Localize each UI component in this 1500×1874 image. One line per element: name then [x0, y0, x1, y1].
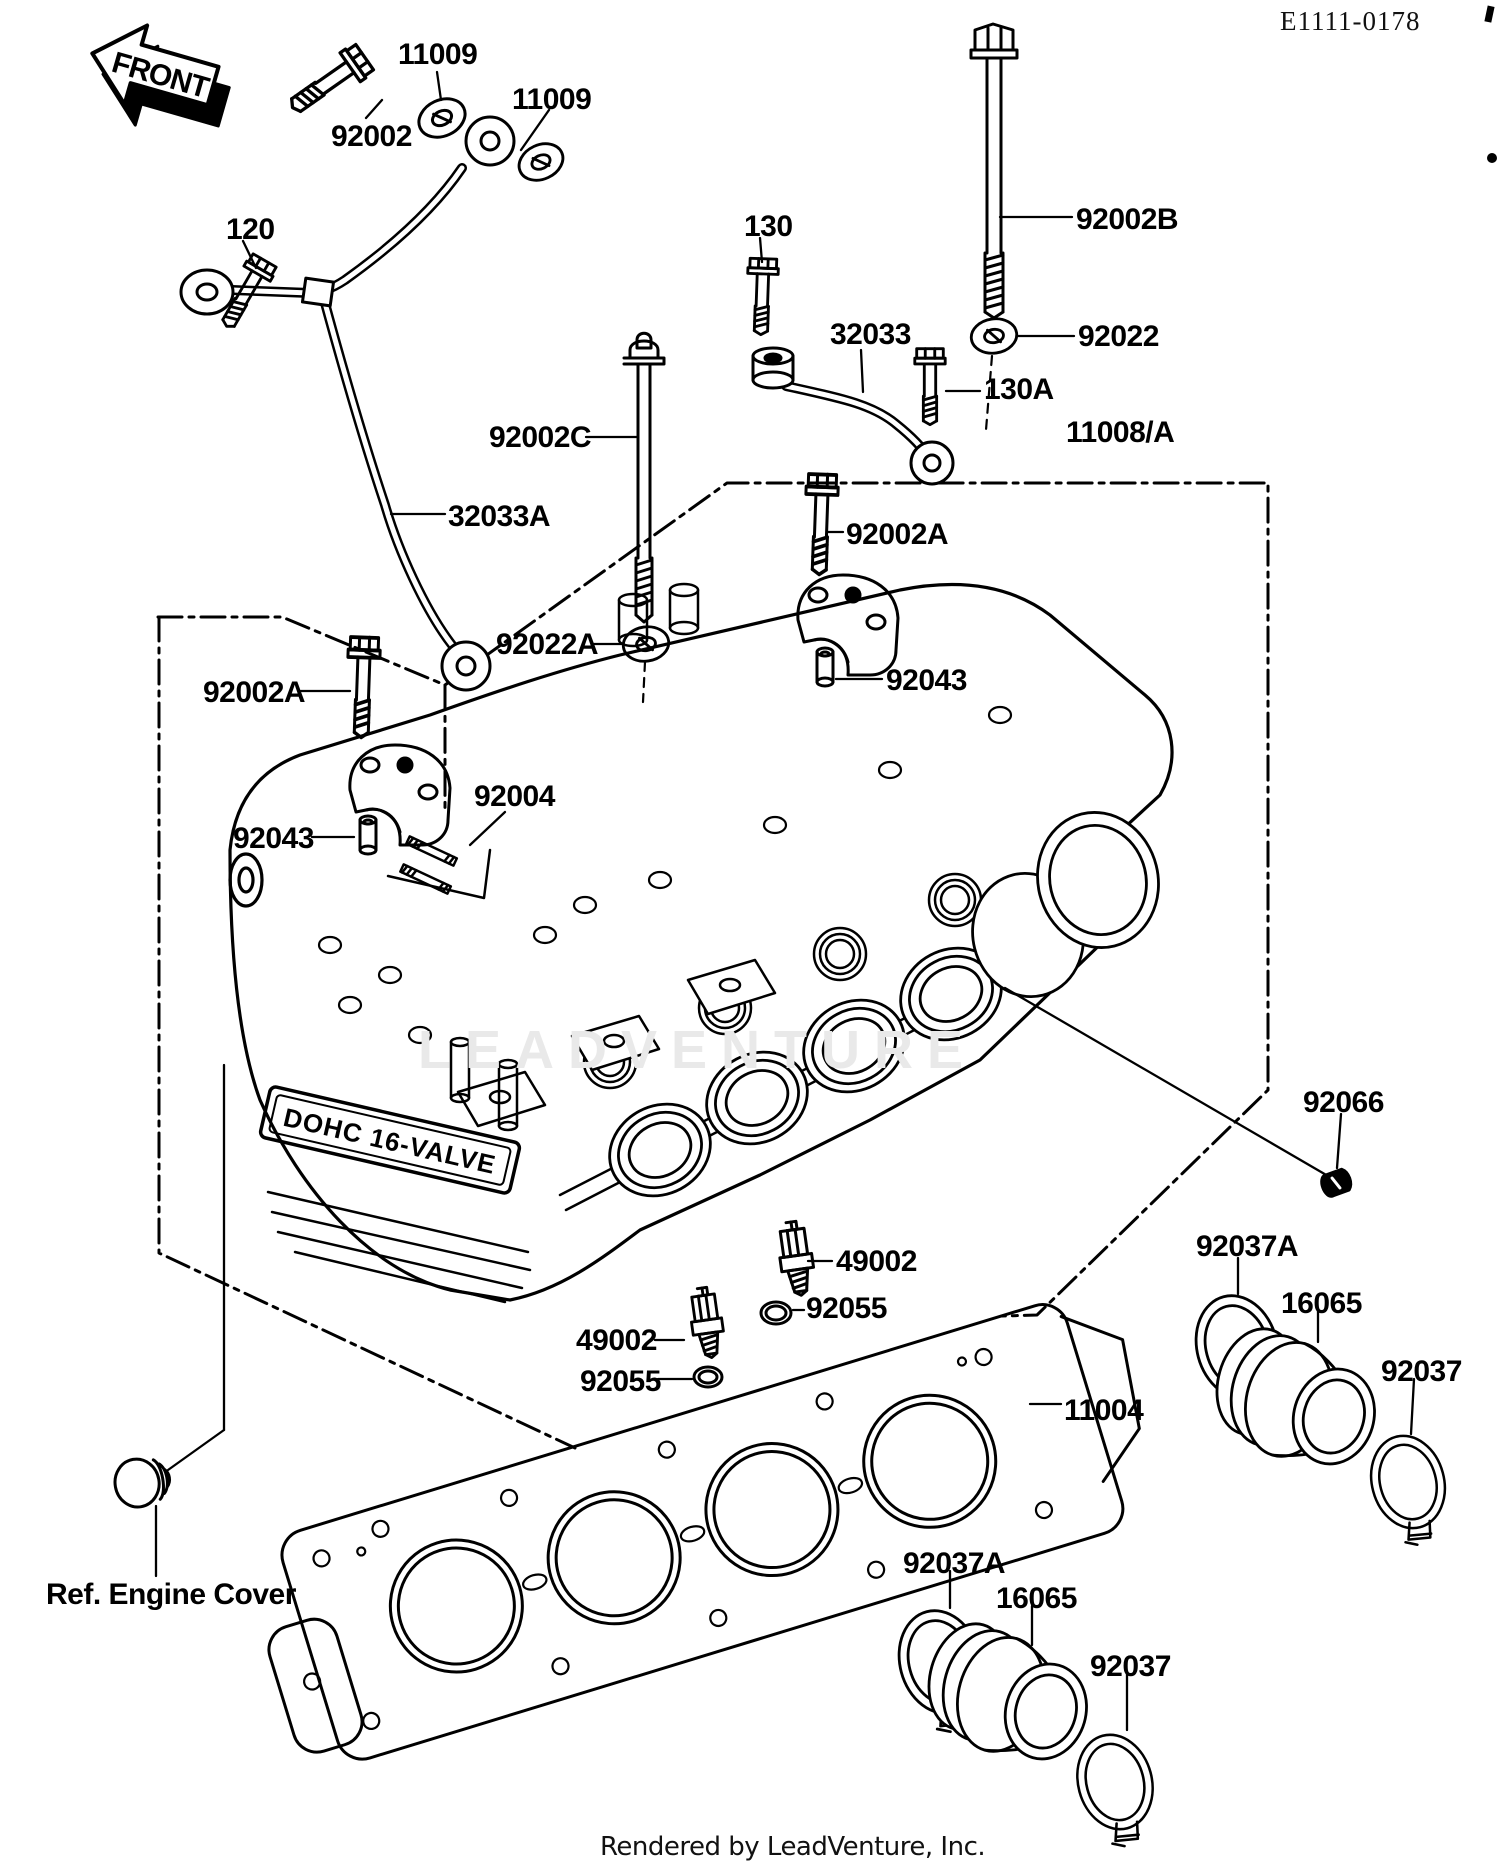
banjo-eyes — [179, 115, 516, 692]
deck-studs — [449, 1036, 519, 1132]
part-label-92022: 92022 — [1078, 320, 1159, 353]
part-label-92004: 92004 — [474, 780, 555, 813]
bolt-92002 — [280, 41, 377, 124]
clamp-92037-lower — [1065, 1724, 1169, 1856]
part-label-92002a-left: 92002A — [203, 676, 306, 709]
part-label-92002c: 92002C — [489, 421, 592, 454]
part-label-92055-right: 92055 — [806, 1292, 887, 1325]
washer-92022 — [967, 314, 1021, 358]
bolt-92002c — [619, 331, 673, 704]
bolt-92002a-left — [343, 635, 383, 740]
part-label-11009-a: 11009 — [398, 38, 478, 71]
part-label-92043-right: 92043 — [886, 664, 967, 697]
part-label-130a: 130A — [984, 373, 1054, 406]
bolt-92002a-right — [801, 472, 841, 577]
pin-92043-left — [358, 814, 378, 856]
part-label-92002b: 92002B — [1076, 203, 1179, 236]
part-label-32033: 32033 — [830, 318, 911, 351]
part-label-92022a: 92022A — [496, 628, 599, 661]
part-label-11009-b: 11009 — [512, 83, 592, 116]
washer-11009-b — [511, 135, 571, 189]
part-label-16065-upper: 16065 — [1281, 1287, 1362, 1320]
pin-92043-right — [815, 646, 835, 688]
leader-lines — [154, 70, 1416, 1732]
carb-holder-upper — [1183, 1284, 1461, 1554]
part-label-130: 130 — [744, 210, 793, 243]
engine-cover-plug — [113, 1457, 172, 1509]
valve-towers — [617, 582, 700, 648]
part-label-49002-left: 49002 — [576, 1324, 657, 1357]
part-label-92002a-right: 92002A — [846, 518, 949, 551]
ref-engine-cover-label: Ref. Engine Cover — [46, 1578, 296, 1611]
cylinder-head-drawing: DOHC 16-VALVE — [228, 582, 1174, 1304]
head-gasket-drawing — [267, 1303, 1141, 1761]
front-arrow: FRONT — [90, 23, 231, 128]
breather-pipe-32033 — [744, 256, 955, 486]
part-label-92037-lower: 92037 — [1090, 1650, 1171, 1683]
part-label-92037-upper: 92037 — [1381, 1355, 1462, 1388]
clamp-92037-upper — [1359, 1426, 1461, 1554]
part-label-32033a: 32033A — [448, 500, 551, 533]
part-label-92066: 92066 — [1303, 1086, 1384, 1119]
part-label-11008-a: 11008/A — [1066, 416, 1175, 449]
document-reference: E1111-0178 — [1280, 6, 1421, 36]
cam-cap-right — [796, 573, 900, 688]
assembly-boundary-dashed — [156, 481, 1270, 1450]
part-label-92037a-lower: 92037A — [903, 1547, 1006, 1580]
bolt-130a — [913, 347, 947, 427]
oil-pipe-assembly — [179, 41, 571, 692]
studs-92004 — [386, 835, 492, 900]
part-label-92055-left: 92055 — [580, 1365, 661, 1398]
part-label-11004: 11004 — [1064, 1394, 1144, 1427]
cam-pedestals — [456, 958, 777, 1128]
oil-switch-right — [759, 1218, 819, 1326]
carb-holder-lower — [886, 1599, 1169, 1856]
plug-92066 — [1320, 1167, 1353, 1198]
part-label-49002-right: 49002 — [836, 1245, 917, 1278]
footer-credit: Rendered by LeadVenture, Inc. — [600, 1832, 986, 1862]
leadventure-watermark: LEADVENTURE — [418, 1020, 977, 1080]
part-label-16065-lower: 16065 — [996, 1582, 1077, 1615]
part-label-92037a-upper: 92037A — [1196, 1230, 1299, 1263]
part-label-92002: 92002 — [331, 120, 412, 153]
deck-bosses — [317, 705, 1013, 1045]
oil-switch-left — [685, 1284, 729, 1389]
intake-ports — [591, 811, 1160, 1215]
part-label-92043-left: 92043 — [233, 822, 314, 855]
bolt-92002b — [967, 22, 1021, 432]
part-label-120: 120 — [226, 213, 275, 246]
scan-marks — [1484, 5, 1497, 163]
cam-cap-left — [348, 743, 452, 856]
bolt-130 — [744, 256, 781, 337]
head-ribs — [266, 1190, 532, 1304]
